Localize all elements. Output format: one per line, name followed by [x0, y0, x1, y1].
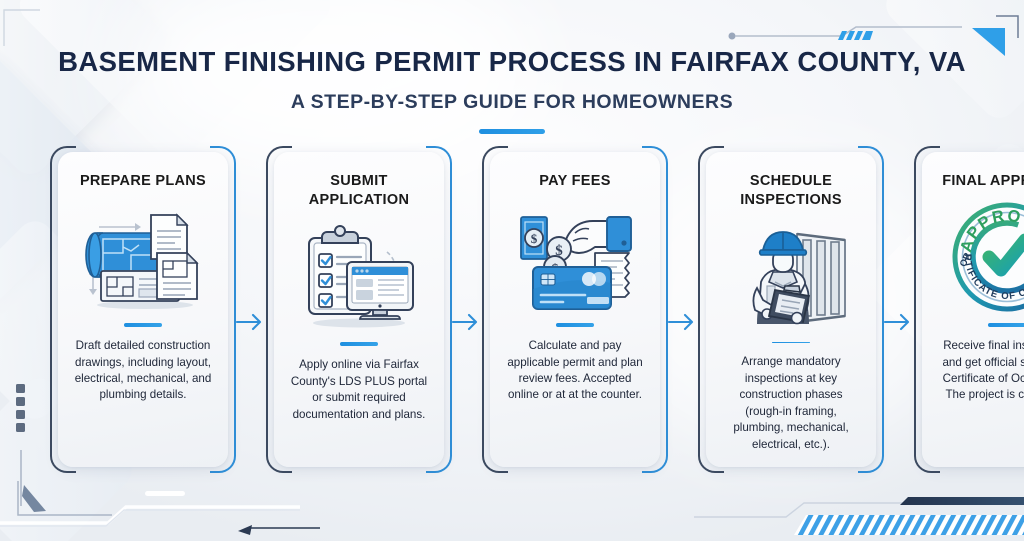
step-description: Calculate and pay applicable permit and …: [507, 339, 643, 402]
step-title: SUBMIT APPLICATION: [308, 173, 410, 209]
connector-arrow-2: [452, 158, 482, 485]
card-divider: [556, 323, 594, 328]
arrow-right-icon: [236, 313, 262, 330]
step-card-schedule-inspections[interactable]: SCHEDULE INSPECTIONS: [698, 146, 884, 473]
arrow-right-icon: [668, 313, 694, 330]
step-card-prepare-plans[interactable]: PREPARE PLANS: [50, 146, 236, 473]
connector-arrow-4: [884, 158, 914, 485]
svg-text:$: $: [531, 231, 538, 246]
approved-stamp-checkmark-icon: APPROVED OR CERTIFICATE OF OCCUPANCY: [932, 197, 1024, 317]
header: BASEMENT FINISHING PERMIT PROCESS IN FAI…: [0, 46, 1024, 134]
card-divider: [988, 323, 1024, 328]
step-card-pay-fees[interactable]: PAY FEES $ $ $: [482, 146, 668, 473]
step-title: PAY FEES: [539, 173, 611, 189]
bottom-right-decoration: [694, 481, 1024, 541]
card-divider: [772, 342, 810, 344]
step-title: PREPARE PLANS: [79, 173, 207, 189]
inspector-clipboard-wallframe-icon: [716, 216, 866, 336]
connector-arrow-3: [668, 158, 698, 485]
clipboard-checklist-monitor-icon: [284, 216, 434, 336]
arrow-right-icon: [884, 313, 910, 330]
step-card-final-approval[interactable]: FINAL APPROVAL: [914, 146, 1024, 473]
steps-row: PREPARE PLANS: [50, 146, 1024, 473]
step-description: Arrange mandatory inspections at key con…: [733, 355, 849, 451]
title-underline-accent: [479, 129, 545, 134]
step-description: Draft detailed construction drawings, in…: [74, 339, 212, 402]
connector-arrow-1: [236, 158, 266, 485]
step-title: FINAL APPROVAL: [942, 173, 1024, 189]
hand-money-credit-card-receipt-icon: $ $ $: [500, 197, 650, 317]
step-description: Receive final inspections and get offici…: [942, 339, 1024, 402]
svg-text:$: $: [555, 243, 563, 259]
step-description: Apply online via Fairfax County's LDS PL…: [290, 358, 428, 421]
arrow-right-icon: [452, 313, 478, 330]
blueprint-documents-icon: [68, 197, 218, 317]
card-divider: [340, 342, 378, 347]
card-divider: [124, 323, 162, 328]
page-subtitle: A STEP-BY-STEP GUIDE FOR HOMEOWNERS: [290, 91, 734, 113]
page-title: BASEMENT FINISHING PERMIT PROCESS IN FAI…: [58, 46, 966, 77]
step-title: SCHEDULE INSPECTIONS: [740, 173, 842, 209]
step-card-submit-application[interactable]: SUBMIT APPLICATION: [266, 146, 452, 473]
